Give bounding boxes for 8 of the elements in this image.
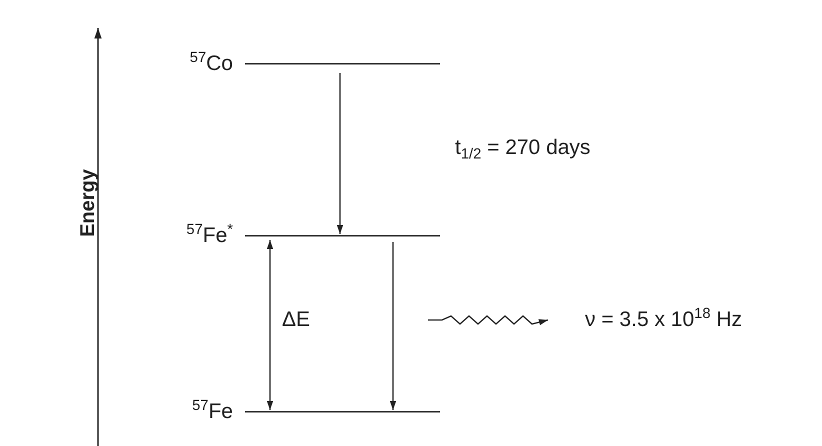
level-label: $^{57}$Fe$^{*}$: [185, 224, 233, 248]
axis-title: Energy: [77, 169, 99, 237]
wavy-arrow: [428, 315, 548, 326]
half-life-label: t$_{1/2}$ = 270 days: [455, 136, 590, 160]
level-label: $^{57}$Co: [188, 52, 233, 76]
frequency-label: ν = 3.5 x 10$^{18}$ Hz: [585, 306, 742, 334]
level-label: $^{57}$Fe: [191, 400, 233, 424]
energy-gap-label: ΔE: [282, 308, 310, 332]
